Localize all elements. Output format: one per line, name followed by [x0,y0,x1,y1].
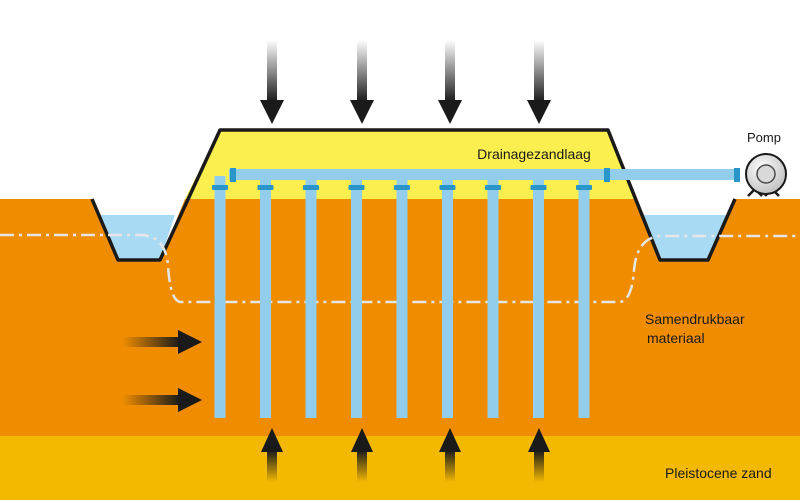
vertical-drain [442,176,453,418]
arrow-down-icon [260,100,284,124]
vertical-drain [305,176,317,418]
arrow-down-icon [438,100,462,124]
drainage-layer-label: Drainagezandlaag [477,146,591,162]
drain-joint [348,185,365,190]
drainage-sand-layer [185,130,635,199]
lateral-flow-arrows [123,330,202,412]
arrow-up-icon [261,428,283,452]
drain-joint [485,185,501,190]
ditch-water-left [99,215,175,260]
pipe-joint [604,168,610,182]
arrow-down-icon [350,100,374,124]
ditch-water-right [643,215,727,260]
drain-joint [394,185,410,190]
arrow-up-icon-shaft [534,450,544,482]
pipe-joint [230,168,236,182]
arrow-down-icon-shaft [267,40,277,102]
arrow-down-icon-shaft [534,40,544,102]
arrow-up-icon-shaft [267,450,277,482]
arrow-up-icon [528,428,550,452]
vertical-drain [533,176,544,418]
arrow-up-icon-shaft [357,450,367,482]
arrow-down-icon-shaft [445,40,455,102]
load-arrows [260,40,551,124]
pump-label: Pomp [747,130,781,145]
upward-flow-arrows [261,428,550,482]
vertical-drain [578,176,590,418]
drain-joint [303,185,319,190]
drain-system [212,168,740,418]
pleistocene-label: Pleistocene zand [665,465,772,481]
arrow-up-icon-shaft [445,450,455,482]
drain-joint [439,185,456,190]
arrow-up-icon [439,428,461,452]
vertical-drain [351,176,362,418]
vertical-drain [396,176,408,418]
vertical-drain [487,176,499,418]
arrow-up-icon [351,428,373,452]
pump-icon [745,153,787,197]
drain-joint [576,185,592,190]
arrow-right-icon-shaft [123,337,180,347]
drain-joint [212,185,228,190]
collector-pipe [229,169,739,180]
water-table-line [0,233,800,304]
ground-outline [90,128,737,262]
arrow-down-icon [527,100,551,124]
arrow-right-icon [178,330,202,354]
pipe-joint [734,168,740,182]
vertical-drain [260,176,271,418]
arrow-down-icon-shaft [357,40,367,102]
drain-joint [257,185,274,190]
drain-joint [530,185,547,190]
arrow-right-icon [178,388,202,412]
compressible-label-line2: materiaal [647,330,705,346]
compressible-label-line1: Samendrukbaar [645,311,745,327]
pleistocene-sand-layer [0,436,800,500]
arrow-right-icon-shaft [123,395,180,405]
vertical-drain [214,176,226,418]
